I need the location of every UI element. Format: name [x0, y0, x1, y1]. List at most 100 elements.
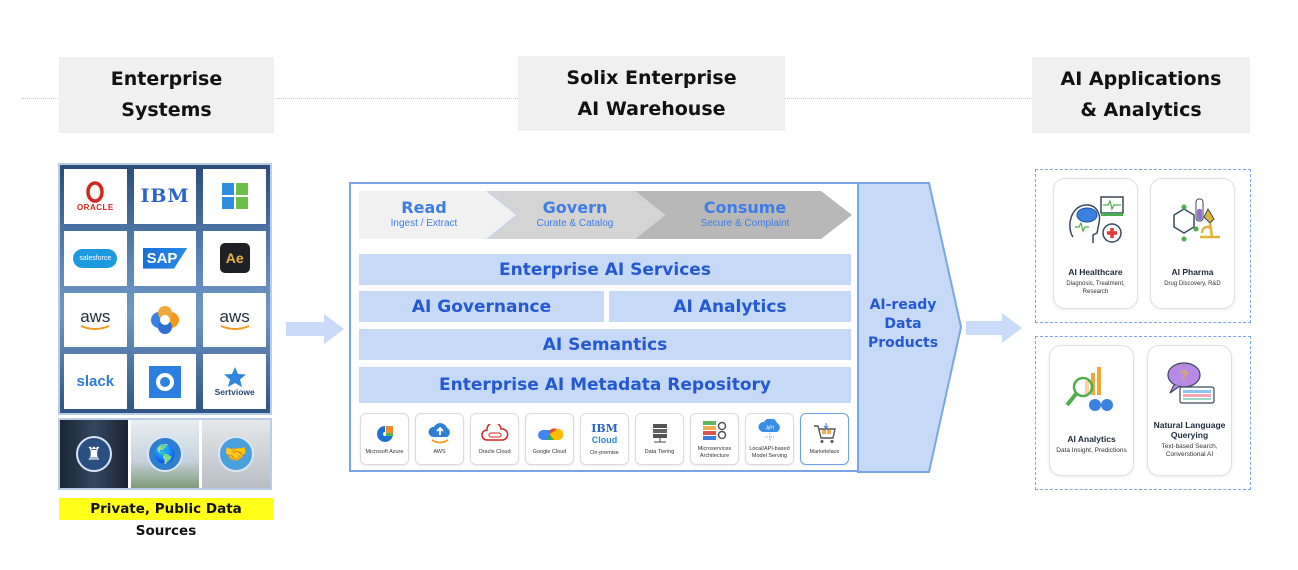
app-subtitle: Text-based Search, Converstional AI: [1161, 443, 1218, 458]
platform-model-serving: API Local/API-based Model Serving: [745, 413, 794, 465]
shopping-cart-icon: [813, 423, 836, 444]
flow-arrow-to-applications: [966, 313, 1022, 343]
after-effects-icon: Ae: [219, 243, 250, 274]
logo-ring: [133, 354, 197, 409]
ai-ready-data-products-shape: [857, 182, 963, 473]
handshake-gears-icon: 🤝: [218, 436, 254, 472]
stage-subtitle: Secure & Complaint: [700, 218, 790, 229]
pharma-molecule-microscope-icon: [1172, 198, 1220, 242]
healthcare-brain-icon: [1068, 196, 1124, 243]
header-line-2: & Analytics: [1080, 99, 1202, 121]
sap-icon: SAP: [142, 247, 188, 269]
flow-arrow-to-warehouse: [286, 314, 344, 344]
aws-icon: aws: [80, 306, 111, 326]
platform-label: Marketelace: [809, 449, 840, 456]
question-mark-text: ?: [1179, 367, 1188, 383]
slack-icon: slack: [76, 373, 115, 391]
stage-title: Read: [401, 198, 447, 217]
oracle-cloud-icon: [480, 424, 508, 441]
layer-ai-semantics: AI Semantics: [359, 329, 851, 360]
stage-consume: Consume Secure & Complaint: [675, 191, 815, 239]
platform-google-cloud: Google Cloud: [525, 413, 574, 465]
header-line-1: AI Applications: [1060, 68, 1222, 90]
microsoft-windows-icon: [221, 183, 248, 210]
api-text: API: [765, 426, 773, 432]
ibm-icon: IBM: [591, 421, 618, 435]
platform-label: Data Tiering: [644, 449, 675, 456]
logo-ibm: IBM: [133, 169, 197, 224]
chat-keyboard-icon: ?: [1166, 362, 1215, 404]
stage-consume-shape: [635, 191, 852, 239]
cloud-label: Cloud: [591, 434, 618, 445]
label-line: Data: [884, 316, 922, 332]
platform-label: Oracle Cloud: [478, 449, 511, 456]
data-source-images: ♜ 🌎 🤝: [58, 418, 272, 490]
stage-govern: Govern Curate & Catalog: [515, 191, 635, 239]
azure-icon: [376, 426, 393, 443]
platform-microservices: Microservices Architecture: [690, 413, 739, 465]
stage-govern-shape: [487, 191, 665, 239]
app-group-industry: AI Healthcare Diagnosis, Treatment, Rese…: [1035, 169, 1251, 323]
globe-book-icon: 🌎: [147, 436, 183, 472]
logo-aws: aws: [203, 292, 266, 348]
header-enterprise-systems: Enterprise Systems: [59, 57, 274, 133]
stage-title: Govern: [542, 198, 608, 217]
stage-read-shape: [359, 191, 517, 239]
api-cloud-icon: API: [757, 419, 780, 441]
stage-subtitle: Ingest / Extract: [390, 218, 458, 229]
header-line-1: Solix Enterprise: [566, 66, 737, 89]
platform-oracle-cloud: Oracle Cloud: [470, 413, 519, 465]
header-line-1: Enterprise: [110, 68, 223, 90]
logo-slack: slack: [64, 354, 127, 409]
platform-label: Microsoft Azure: [365, 449, 404, 456]
layer-ai-analytics: AI Analytics: [609, 291, 851, 322]
app-subtitle: Diagnosis, Treatment, Research: [1066, 281, 1125, 295]
image-secure-datacenter: ♜: [60, 420, 128, 488]
ibm-icon: IBM: [140, 185, 190, 208]
platform-aws: AWS: [415, 413, 464, 465]
header-line-2: Systems: [121, 99, 212, 121]
app-title: Natural Language Querying: [1153, 420, 1226, 440]
header-ai-applications: AI Applications & Analytics: [1032, 57, 1250, 133]
logo-label: ORACLE: [76, 202, 114, 212]
logo-oracle: ORACLE: [64, 169, 127, 224]
app-group-analytics: AI Analytics Data Insight, Predictions ?…: [1035, 336, 1251, 490]
layer-ai-governance: AI Governance: [359, 291, 604, 322]
stage-read: Read Ingest / Extract: [360, 191, 488, 239]
image-partnership-office: 🤝: [202, 420, 270, 488]
servicenow-label: Sertviowe: [214, 386, 255, 397]
app-subtitle: Data Insight, Predictions: [1056, 447, 1127, 454]
platform-label: On-premise: [590, 450, 619, 457]
aws-cloud-upload-icon: [427, 423, 450, 444]
image-global-knowledge: 🌎: [131, 420, 199, 488]
server-stack-icon: [652, 424, 667, 443]
app-title: AI Healthcare: [1068, 267, 1123, 277]
star-icon: [223, 366, 246, 387]
platform-label: AWS: [433, 449, 446, 456]
stage-title: Consume: [703, 198, 787, 217]
header-ai-warehouse: Solix Enterprise AI Warehouse: [518, 56, 785, 131]
aws-smile-icon: [80, 324, 110, 330]
castle-lock-icon: ♜: [76, 436, 112, 472]
app-title: AI Pharma: [1171, 267, 1214, 277]
data-sources-caption: Private, Public Data Sources: [59, 498, 273, 539]
aws-smile-icon: [220, 324, 250, 330]
logo-after-effects: Ae: [203, 230, 266, 286]
app-card-natural-language-querying: ? Natural Language Querying Text-based S…: [1147, 345, 1232, 476]
flower-logo-icon: [150, 305, 179, 334]
salesforce-icon: salesforce: [73, 248, 118, 268]
google-cloud-icon: [537, 428, 563, 441]
microservices-gears-icon: [702, 421, 726, 440]
app-card-ai-healthcare: AI Healthcare Diagnosis, Treatment, Rese…: [1053, 178, 1138, 309]
layer-enterprise-ai-services: Enterprise AI Services: [359, 254, 851, 285]
pipeline-stages: [359, 191, 852, 239]
analytics-magnifier-brain-icon: [1064, 367, 1113, 411]
ai-ready-data-products-label: AI-ready Data Products: [858, 296, 948, 353]
platform-marketplace: Marketelace: [800, 413, 849, 465]
layer-metadata-repository: Enterprise AI Metadata Repository: [359, 367, 851, 403]
enterprise-systems-panel: ORACLE IBM salesforce SAP Ae aws aws sla…: [58, 163, 272, 415]
logo-microsoft: [203, 169, 266, 224]
app-card-ai-analytics: AI Analytics Data Insight, Predictions: [1049, 345, 1134, 476]
platform-label: Microservices Architecture: [697, 446, 732, 459]
ring-logo-icon: [148, 365, 181, 398]
